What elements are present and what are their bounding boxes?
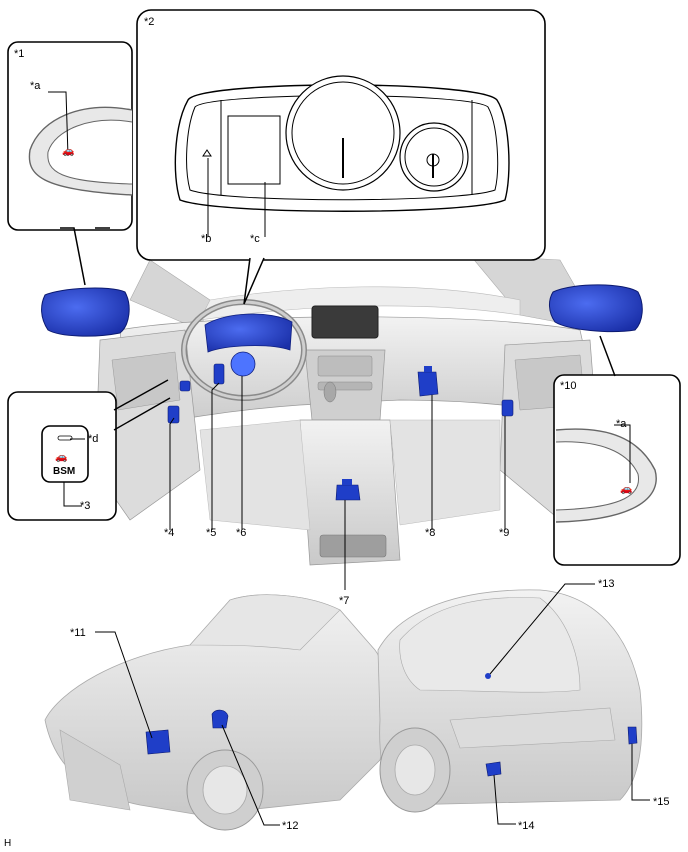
label-5: *5 [206, 527, 217, 539]
bsm-indicator-left-icon: 🚗 [62, 146, 75, 157]
label-7: *7 [339, 595, 350, 607]
rear-sensor-15-icon [627, 726, 638, 745]
label-12: *12 [282, 820, 299, 832]
label-6: *6 [236, 527, 247, 539]
label-11: *11 [70, 627, 86, 639]
label-14: *14 [518, 820, 535, 832]
front-sensor-12-icon [211, 709, 229, 729]
bsm-switch-text: BSM [53, 466, 76, 477]
interior-scene [41, 254, 643, 566]
label-1: *1 [14, 48, 25, 60]
rear-sensor-14-icon [485, 761, 502, 777]
label-15: *15 [653, 796, 670, 808]
label-3: *3 [80, 500, 91, 512]
bsm-switch-icon: 🚗 [55, 452, 68, 463]
label-2: *2 [144, 16, 155, 28]
label-13: *13 [598, 578, 615, 590]
label-a-right: *a [616, 418, 627, 430]
label-b: *b [201, 233, 212, 245]
label-a-left: *a [30, 80, 41, 92]
label-c: *c [250, 233, 260, 245]
front-car [44, 594, 388, 831]
rear-sensor-13-icon [485, 673, 491, 679]
leader-lines [48, 91, 650, 826]
label-4: *4 [164, 527, 175, 539]
figure-code: H [4, 838, 12, 849]
label-9: *9 [499, 527, 510, 539]
bsm-indicator-right-icon: 🚗 [620, 484, 633, 495]
label-d: *d [88, 433, 99, 445]
label-8: *8 [425, 527, 436, 539]
front-radar-sensor-icon [145, 729, 171, 755]
rear-car [377, 589, 643, 813]
label-10: *10 [560, 380, 577, 392]
